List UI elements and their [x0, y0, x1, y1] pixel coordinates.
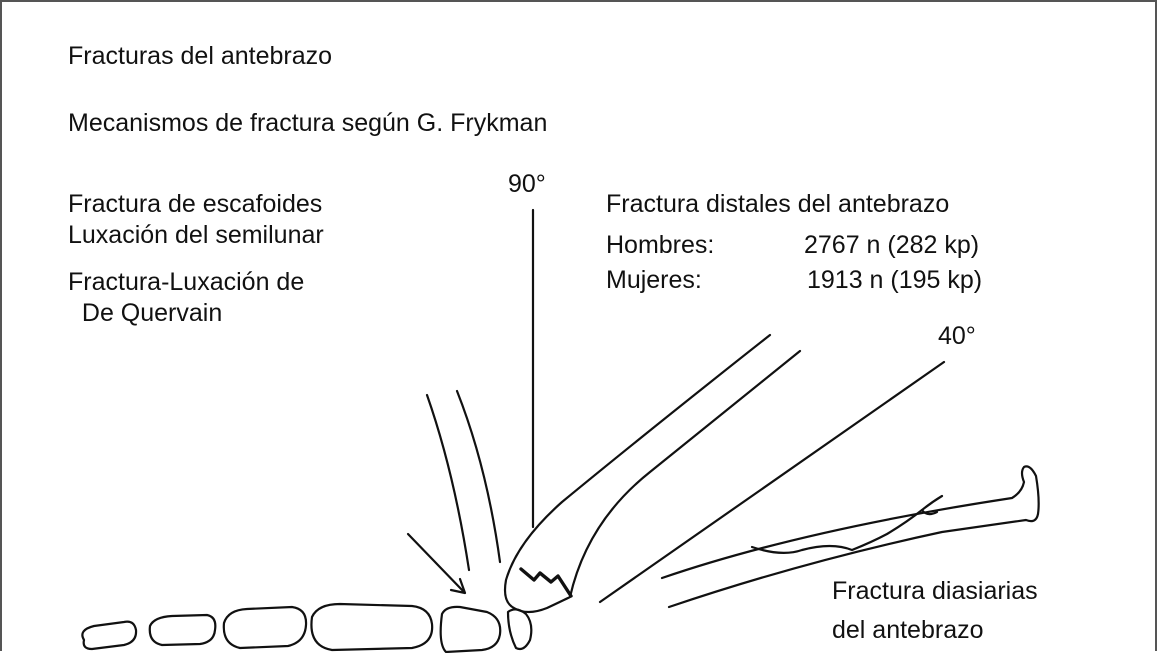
left-label-line-2: Luxación del semilunar	[68, 221, 324, 249]
diagram-subtitle: Mecanismos de fractura según G. Frykman	[68, 109, 548, 137]
impact-arrow-head	[449, 577, 467, 595]
right-heading: Fractura distales del antebrazo	[606, 190, 950, 218]
row-mujeres-label: Mujeres:	[606, 266, 702, 294]
diaphyseal-fracture-line	[750, 494, 944, 554]
diaphyseal-bone	[660, 465, 1040, 609]
distal-fracture-line	[519, 567, 573, 598]
left-label-line-3: Fractura-Luxación de	[68, 268, 305, 296]
carpal-bone-3	[222, 605, 308, 650]
carpal-bone-2	[148, 613, 217, 647]
carpal-bone-4	[310, 602, 434, 652]
carpal-bone-1	[81, 620, 138, 651]
angle-40-label: 40°	[938, 322, 976, 350]
bottom-label-line-2: del antebrazo	[832, 616, 984, 644]
left-label-line-1: Fractura de escafoides	[68, 190, 323, 218]
left-label-line-4: De Quervain	[68, 299, 223, 327]
carpal-bone-6	[506, 608, 533, 651]
forearm-angled	[503, 333, 802, 614]
diagram-title: Fracturas del antebrazo	[68, 42, 333, 70]
left-curve-outer	[425, 393, 471, 572]
left-curve-inner	[455, 389, 502, 564]
row-mujeres-value: 1913 n (195 kp)	[807, 266, 983, 294]
angle-90-label: 90°	[508, 170, 546, 198]
impact-arrow-shaft	[406, 532, 466, 594]
angle-40-line	[598, 360, 946, 604]
carpal-bone-5	[439, 605, 502, 653]
row-hombres-label: Hombres:	[606, 231, 715, 259]
diaphyseal-fracture-split	[920, 508, 939, 516]
bottom-label-line-1: Fractura diasiarias	[832, 577, 1038, 605]
row-hombres-value: 2767 n (282 kp)	[804, 231, 980, 259]
